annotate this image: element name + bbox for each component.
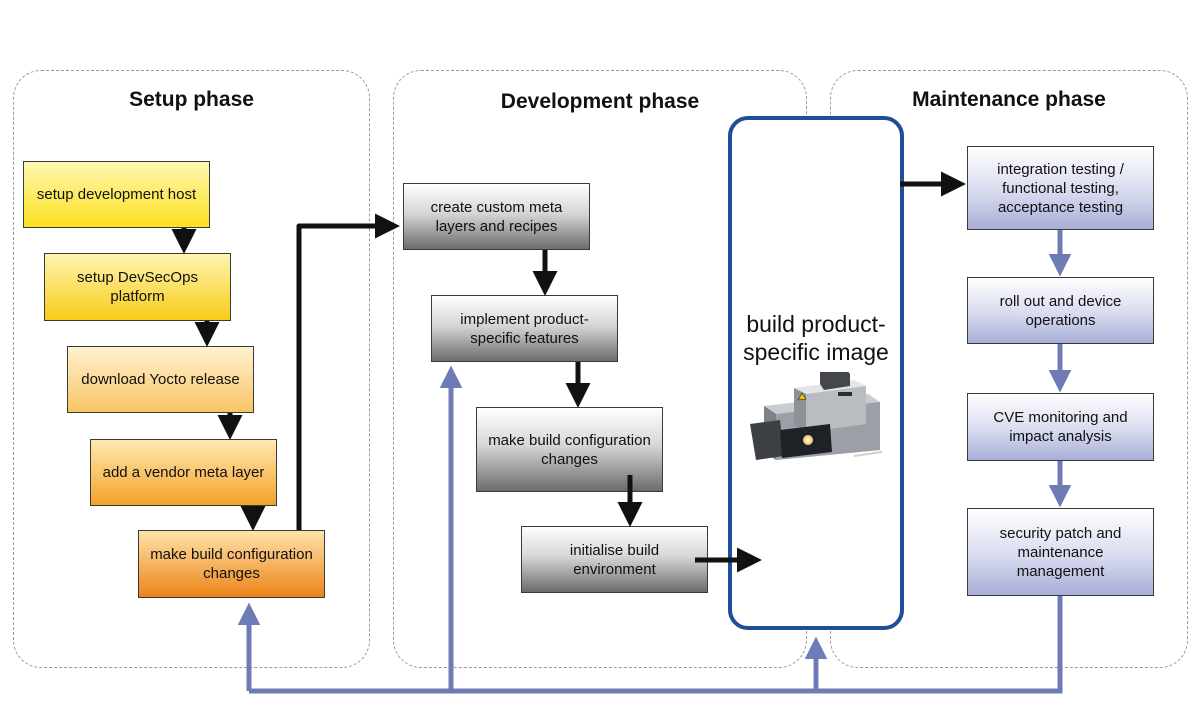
build-image-label: build product-specific image: [743, 311, 889, 365]
step-implement-product-features[interactable]: implement product-specific features: [431, 295, 618, 362]
step-download-yocto-release[interactable]: download Yocto release: [67, 346, 254, 413]
maintenance-phase-title: Maintenance phase: [912, 88, 1106, 111]
feedback-loop-line: [249, 596, 1063, 694]
step-integration-testing[interactable]: integration testing / functional testing…: [967, 146, 1154, 230]
arrow-setup-to-development: [296, 213, 400, 530]
step-roll-out-device-operations[interactable]: roll out and device operations: [967, 277, 1154, 344]
machine-icon: [750, 372, 883, 460]
setup-phase-title: Setup phase: [129, 88, 254, 111]
step-add-vendor-meta-layer[interactable]: add a vendor meta layer: [90, 439, 277, 506]
step-security-patch-management[interactable]: security patch and maintenance managemen…: [967, 508, 1154, 596]
step-setup-development-host[interactable]: setup development host: [23, 161, 210, 228]
step-create-custom-meta-layers[interactable]: create custom meta layers and recipes: [403, 183, 590, 250]
development-phase-title: Development phase: [500, 90, 700, 113]
build-image-box[interactable]: build product-specific image: [728, 116, 904, 630]
setup-phase-panel: Setup phase: [13, 70, 370, 668]
step-setup-build-configuration-changes[interactable]: make build configuration changes: [138, 530, 325, 598]
step-cve-monitoring[interactable]: CVE monitoring and impact analysis: [967, 393, 1154, 461]
step-initialise-build-environment[interactable]: initialise build environment: [521, 526, 708, 593]
step-setup-devsecops-platform[interactable]: setup DevSecOps platform: [44, 253, 231, 321]
